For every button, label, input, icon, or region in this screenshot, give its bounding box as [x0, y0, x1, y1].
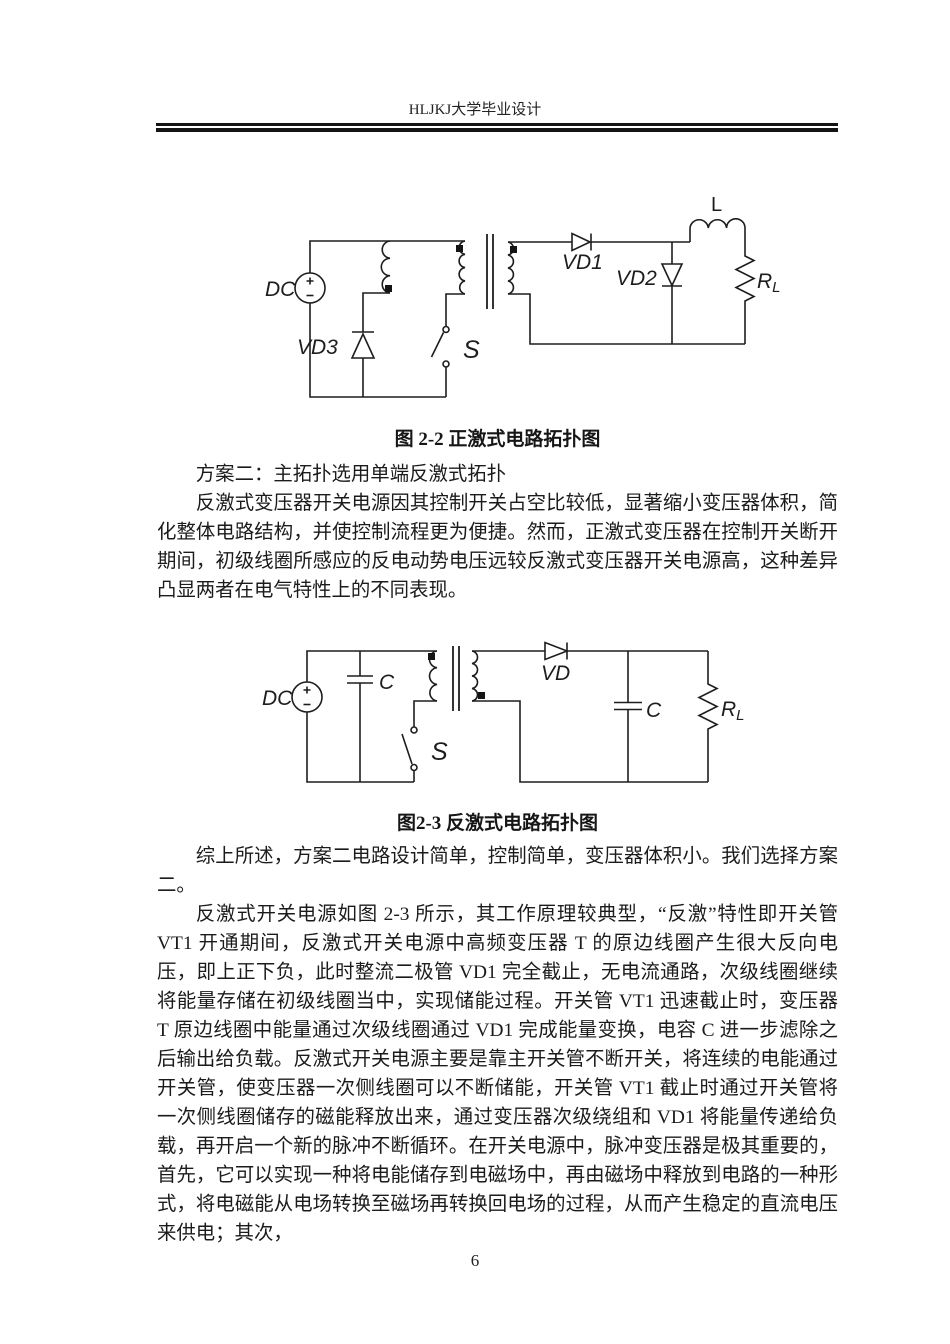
vd-diode-symbol	[544, 641, 570, 661]
secondary-winding	[471, 650, 479, 702]
paragraph-conclusion: 综上所述，方案二电路设计简单，控制简单，变压器体积小。我们选择方案二。	[157, 846, 838, 896]
page-header: HLJKJ大学毕业设计	[408, 102, 542, 118]
vd1-diode-symbol	[571, 232, 592, 252]
vd2-diode-symbol	[660, 263, 684, 288]
vd2-label: VD2	[616, 267, 657, 290]
page-number: 6	[470, 1251, 480, 1270]
figure-2-2-caption: 图 2-2 正激式电路拓扑图	[394, 429, 601, 450]
vd3-diode-symbol	[350, 332, 376, 359]
vd1-label: VD1	[562, 251, 603, 274]
paragraph-flyback-comparison: 反激式变压器开关电源因其控制开关占空比较低，显著缩小变压器体积，简化整体电路结构…	[157, 493, 838, 601]
load-resistor-label: RL	[757, 270, 781, 296]
plus-mark	[303, 686, 311, 694]
switch-contact	[410, 726, 418, 734]
polarity-dot	[385, 285, 392, 292]
transformer-core	[486, 234, 494, 309]
header-divider-top-line	[156, 123, 838, 126]
switch-contact	[442, 360, 450, 368]
switch-label: S	[463, 336, 480, 364]
vd-label: VD	[541, 662, 570, 685]
input-capacitor-label: C	[379, 671, 395, 694]
polarity-dot	[510, 246, 517, 253]
polarity-dot	[478, 692, 485, 699]
switch-contact	[442, 325, 450, 334]
output-capacitor-label: C	[646, 699, 662, 722]
input-capacitor	[347, 675, 373, 684]
switch-label: S	[431, 738, 448, 766]
header-divider	[156, 123, 838, 132]
header-divider-bottom-line	[156, 128, 838, 132]
switch-contact	[410, 763, 418, 772]
output-capacitor	[614, 701, 642, 711]
switch-blade	[401, 733, 413, 765]
inductor-label: L	[711, 194, 722, 216]
figure-2-2-forward-converter-schematic: DC VD3 S VD1 VD2 L RL	[265, 194, 781, 398]
vd3-label: VD3	[297, 336, 338, 359]
paragraph-flyback-principle: 反激式开关电源如图 2-3 所示，其工作原理较典型，“反激”特性即开关管 VT1…	[157, 904, 838, 1244]
paragraph-scheme-two: 方案二：主拓扑选用单端反激式拓扑	[195, 464, 507, 485]
demag-winding	[380, 240, 391, 294]
plus-mark	[306, 277, 314, 285]
switch-blade	[430, 332, 445, 358]
polarity-dot	[428, 653, 435, 660]
dc-label: DC	[265, 278, 296, 301]
output-inductor	[689, 218, 746, 229]
polarity-dot	[456, 245, 463, 252]
load-resistor	[734, 228, 756, 344]
load-resistor-label: RL	[721, 698, 745, 724]
figure-2-3-caption: 图2-3 反激式电路拓扑图	[396, 813, 599, 834]
dc-label: DC	[262, 687, 293, 710]
transformer-core	[452, 646, 460, 711]
figure-2-3-flyback-converter-schematic: DC C S VD C RL	[262, 641, 745, 783]
load-resistor	[697, 651, 719, 782]
